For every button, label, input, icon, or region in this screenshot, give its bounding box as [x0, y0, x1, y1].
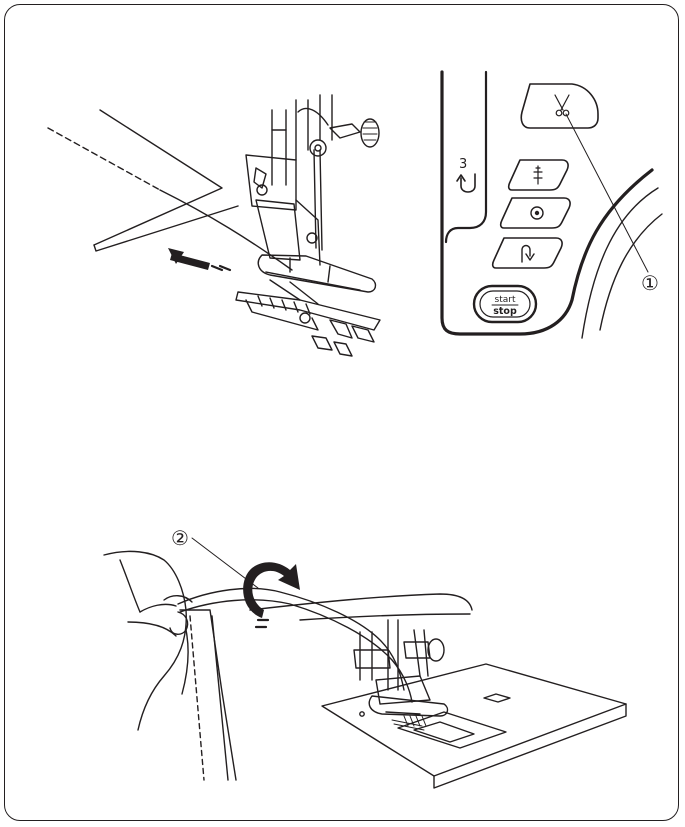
- feed-direction-arrow-icon: [168, 248, 230, 270]
- lock-stitch-button[interactable]: [501, 198, 570, 228]
- pulled-fabric: [180, 610, 236, 780]
- machine-bed: [322, 664, 626, 788]
- needle-plate: [236, 292, 380, 356]
- stop-label: stop: [493, 306, 517, 317]
- reverse-count-label: 3: [459, 157, 467, 172]
- control-panel: 3: [442, 72, 662, 338]
- lock-stitch-icon: [531, 207, 543, 219]
- needle-up-down-icon: [534, 166, 542, 184]
- reverse-button[interactable]: [493, 238, 562, 268]
- thread-cutter-button[interactable]: [521, 84, 598, 128]
- hand: [104, 551, 192, 730]
- pull-threads-illustration: ②: [104, 526, 626, 788]
- callout-one-label: ①: [641, 271, 659, 295]
- start-stop-button[interactable]: start stop: [474, 286, 536, 322]
- presser-foot: [258, 255, 375, 323]
- reverse-icon: [522, 246, 534, 263]
- reverse-arrow-icon: [457, 174, 475, 192]
- scissors-icon: [555, 95, 569, 116]
- panel-outline: [442, 72, 652, 334]
- small-presser-foot: [354, 620, 447, 716]
- start-label: start: [495, 295, 516, 305]
- sewing-foot-illustration: [48, 95, 380, 356]
- callout-two-label: ②: [171, 526, 189, 550]
- needle-up-down-button[interactable]: [509, 160, 568, 190]
- foot-holder: [246, 150, 322, 265]
- presser-bar: [272, 95, 379, 185]
- body-curve-1: [582, 188, 658, 338]
- fabric-sheet: [94, 110, 222, 245]
